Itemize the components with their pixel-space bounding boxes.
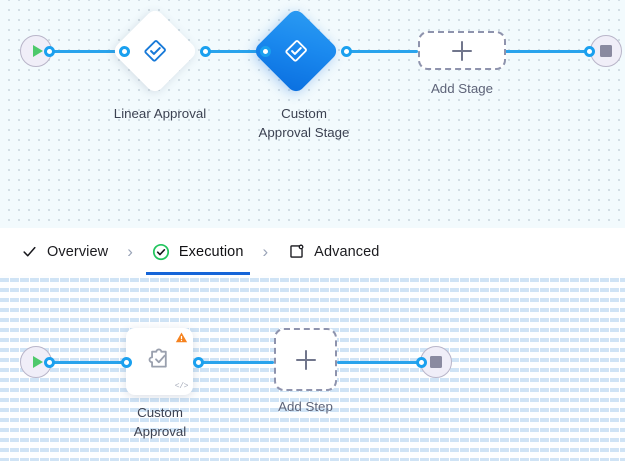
- custom-approval-plugin-icon: [145, 344, 175, 379]
- edge-step-1-to-add-step: [198, 361, 274, 364]
- stage-canvas[interactable]: Linear Approval Custom Approval Stage Ad…: [0, 0, 625, 228]
- tab-execution[interactable]: Execution: [145, 228, 250, 275]
- plus-icon: [452, 40, 472, 61]
- stage-label-custom-approval-stage: Custom Approval Stage: [258, 106, 350, 140]
- port-step-start-out[interactable]: [44, 357, 55, 368]
- port-step-end-in[interactable]: [416, 357, 427, 368]
- step-canvas[interactable]: </> Custom Approval Add Step: [0, 275, 625, 461]
- stop-icon: [430, 356, 442, 368]
- edge-add-step-to-end: [337, 361, 420, 364]
- port-start-out[interactable]: [44, 46, 55, 57]
- check-circle-icon: [152, 243, 170, 261]
- check-icon: [20, 243, 38, 261]
- step-label-custom-approval: Custom Approval: [133, 405, 187, 439]
- stop-icon: [600, 45, 612, 57]
- tab-overview-label: Overview: [47, 243, 109, 260]
- stage-node-linear-approval[interactable]: [111, 7, 199, 95]
- add-step-button[interactable]: [274, 328, 337, 391]
- tab-separator-1: ›: [127, 242, 133, 261]
- port-stage-1-out[interactable]: [200, 46, 211, 57]
- port-stage-1-in[interactable]: [119, 46, 130, 57]
- stage-end-node[interactable]: [590, 35, 622, 67]
- stage-start-node[interactable]: [20, 35, 52, 67]
- add-stage-label: Add Stage: [430, 81, 494, 96]
- plus-icon: [295, 349, 316, 370]
- advanced-gear-icon: [287, 243, 305, 261]
- edge-add-to-end: [505, 50, 588, 53]
- stage-label-linear-approval: Linear Approval: [113, 106, 207, 121]
- tab-advanced-label: Advanced: [314, 243, 380, 260]
- stage-node-custom-approval-stage[interactable]: [252, 7, 340, 95]
- port-end-in[interactable]: [584, 46, 595, 57]
- port-step-1-out[interactable]: [193, 357, 204, 368]
- edge-start-to-stage-1: [48, 50, 124, 53]
- step-node-custom-approval[interactable]: </>: [126, 328, 193, 395]
- add-stage-button[interactable]: [418, 31, 506, 70]
- edge-stage-1-to-stage-2: [205, 50, 265, 53]
- play-icon: [32, 45, 43, 57]
- code-badge-icon: </>: [174, 382, 189, 391]
- add-step-label: Add Step: [278, 399, 333, 414]
- edge-step-start-to-step-1: [48, 361, 126, 364]
- port-stage-2-out[interactable]: [341, 46, 352, 57]
- approval-stage-icon: [283, 38, 309, 64]
- tab-advanced[interactable]: Advanced: [281, 228, 385, 275]
- editor-tabbar: Overview › Execution › Advanced: [0, 228, 625, 275]
- tab-execution-label: Execution: [178, 243, 244, 260]
- port-stage-2-in[interactable]: [260, 46, 271, 57]
- play-icon: [32, 356, 43, 368]
- approval-stage-icon: [142, 38, 168, 64]
- tab-overview[interactable]: Overview: [14, 228, 114, 275]
- tab-separator-2: ›: [262, 242, 269, 261]
- port-step-1-in[interactable]: [121, 357, 132, 368]
- edge-stage-2-to-add: [345, 50, 418, 53]
- warning-triangle-icon: [175, 331, 188, 349]
